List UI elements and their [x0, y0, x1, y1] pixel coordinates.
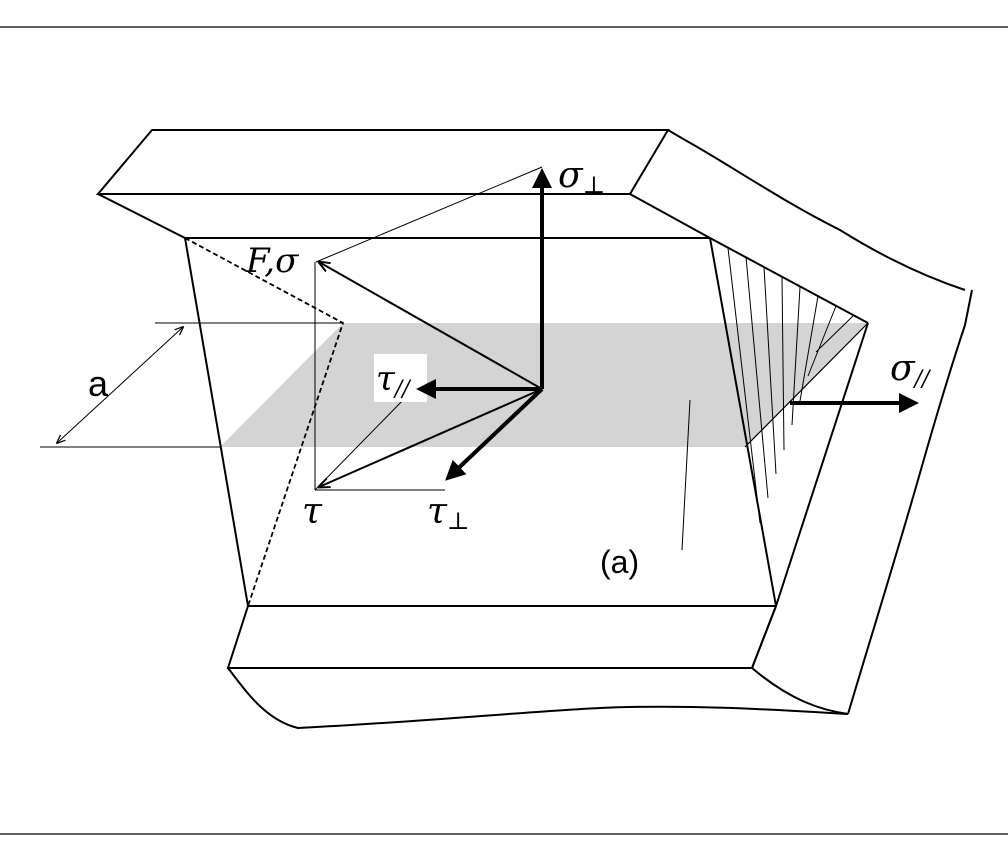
section-label: (a) [600, 544, 639, 580]
throat-plane-edge [744, 322, 869, 448]
weld-body [184, 237, 869, 607]
tau-par-label: τ// [376, 359, 412, 402]
sigma-par-label: σ// [890, 348, 932, 392]
bottom-plate [226, 289, 973, 730]
tau-label: τ [302, 491, 323, 532]
tau-arrow [319, 388, 543, 487]
stress-vectors [319, 168, 919, 487]
tau-perp-label: τ⊥ [427, 491, 470, 535]
force-arrow [319, 262, 543, 390]
throat-label: a [88, 363, 109, 404]
top-plate [95, 129, 966, 291]
construction-lines [314, 166, 691, 551]
force-label: F,σ [245, 241, 299, 281]
sigma-perp-label: σ⊥ [558, 155, 605, 199]
throat-dimension [40, 322, 343, 448]
tau-perp-arrow [445, 387, 544, 481]
